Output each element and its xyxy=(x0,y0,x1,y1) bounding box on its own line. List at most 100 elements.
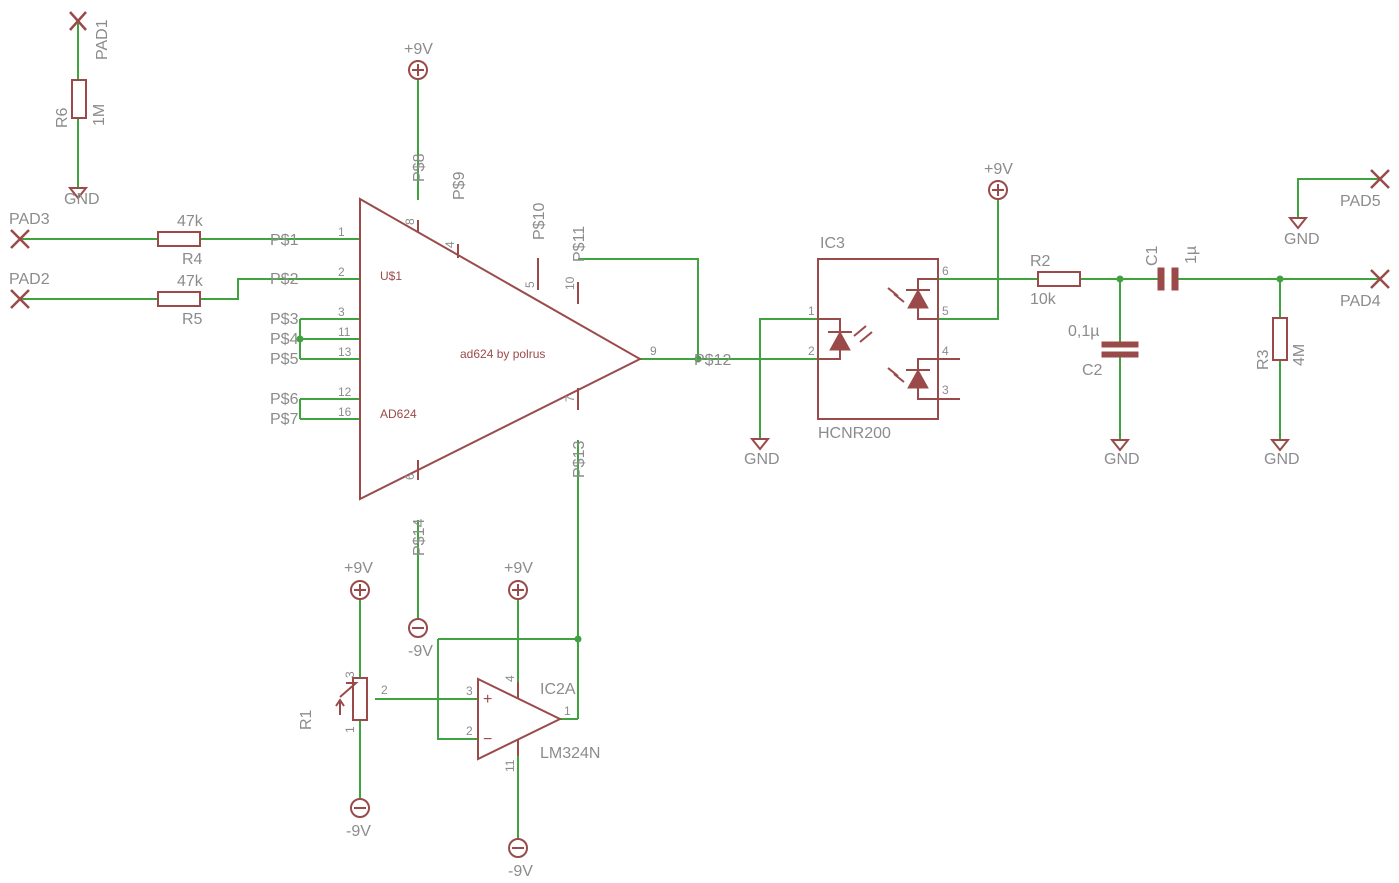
net-label: P$10 xyxy=(531,203,548,240)
ad624-pin11: 11 xyxy=(338,325,351,339)
ic3-pin6: 6 xyxy=(942,264,949,278)
supply-label: -9V xyxy=(508,863,533,880)
amplifier-ad624: U$1 AD624 ad624 by polrus 1 2 3 11 13 12… xyxy=(338,197,657,501)
r3-name: R3 xyxy=(1255,349,1272,370)
supply-label: +9V xyxy=(984,161,1013,178)
net-label: P$11 xyxy=(571,226,588,262)
potentiometer-r1: R1 3 1 2 xyxy=(298,671,388,733)
gnd-r3: GND xyxy=(1264,439,1300,468)
ad624-pin3: 3 xyxy=(338,305,345,319)
net-label: P$4 xyxy=(270,331,299,348)
gnd-label: GND xyxy=(1264,451,1300,468)
pad2: PAD2 xyxy=(9,271,50,309)
pad4-label: PAD4 xyxy=(1340,293,1381,310)
supply-label: +9V xyxy=(344,560,373,577)
junction-dot xyxy=(694,355,702,363)
ad624-pin16: 16 xyxy=(338,405,352,419)
r6-name: R6 xyxy=(54,107,71,128)
r2-name: R2 xyxy=(1030,253,1051,270)
ic3-name: IC3 xyxy=(820,235,845,252)
pad1: PAD1 xyxy=(69,11,111,60)
r1-pin3: 3 xyxy=(343,671,357,678)
net-label: P$13 xyxy=(571,441,588,478)
net-label: P$1 xyxy=(270,232,299,249)
supply-minus9v-r1: -9V xyxy=(346,798,371,840)
gnd-ic3: GND xyxy=(744,438,780,468)
gnd-label: GND xyxy=(744,451,780,468)
ic2a-pin1: 1 xyxy=(564,704,571,718)
resistor-r2: R2 10k xyxy=(1030,253,1081,308)
ic2a-pin3: 3 xyxy=(466,684,473,698)
ic3-part: HCNR200 xyxy=(818,425,891,442)
r4-name: R4 xyxy=(182,251,203,268)
ic3-pin5: 5 xyxy=(942,304,949,318)
ic2a-part: LM324N xyxy=(540,745,600,762)
pad5: PAD5 xyxy=(1340,169,1390,210)
net-label: P$3 xyxy=(270,311,299,328)
ad624-pin4: 4 xyxy=(443,241,457,248)
net-label: P$2 xyxy=(270,271,299,288)
net-label: P$14 xyxy=(411,519,428,556)
ad624-pin8: 8 xyxy=(403,218,417,225)
supply-plus9v-ic3: +9V xyxy=(984,161,1013,200)
gnd-label: GND xyxy=(1284,231,1320,248)
r6-value: 1M xyxy=(91,104,108,126)
capacitor-c2: 0,1µ C2 xyxy=(1068,323,1139,379)
r1-pin1: 1 xyxy=(343,726,357,733)
supply-plus9v-r1: +9V xyxy=(344,560,373,600)
junction-dot xyxy=(1276,275,1284,283)
pad3-label: PAD3 xyxy=(9,211,50,228)
ad624-name: U$1 xyxy=(380,269,402,283)
resistor-r3: R3 4M xyxy=(1255,317,1308,370)
ad624-caption: ad624 by polrus xyxy=(460,347,545,361)
supply-label: -9V xyxy=(408,643,433,660)
ad624-pin5: 5 xyxy=(523,281,537,288)
ic2a-name: IC2A xyxy=(540,681,576,698)
supply-plus9v-ad624: +9V xyxy=(404,41,433,80)
net-label: P$12 xyxy=(694,352,731,369)
ic2a-pin4: 4 xyxy=(503,675,517,682)
ic2a-pin11: 11 xyxy=(503,759,517,772)
ic3-pin1: 1 xyxy=(808,304,815,318)
c1-name: C1 xyxy=(1144,245,1161,266)
r5-value: 47k xyxy=(177,273,204,290)
ad624-pin1: 1 xyxy=(338,225,345,239)
supply-minus9v-ic2a: -9V xyxy=(508,838,533,880)
ad624-pin9: 9 xyxy=(650,344,657,358)
opamp-ic2a: + − IC2A LM324N 3 2 1 4 11 xyxy=(466,675,600,772)
net-label: P$9 xyxy=(451,171,468,200)
ad624-pin10: 10 xyxy=(563,276,577,290)
optocoupler-ic3: IC3 HCNR200 1 2 6 5 4 3 xyxy=(808,235,960,442)
ad624-pin12: 12 xyxy=(338,385,352,399)
gnd-label: GND xyxy=(1104,451,1140,468)
pad1-label: PAD1 xyxy=(94,19,111,60)
gnd-c2: GND xyxy=(1104,439,1140,468)
net-label: P$7 xyxy=(270,411,299,428)
supply-plus9v-ic2a: +9V xyxy=(504,560,533,600)
c2-name: C2 xyxy=(1082,362,1103,379)
ad624-pin13: 13 xyxy=(338,345,352,359)
resistor-r4: 47k R4 xyxy=(157,213,204,268)
junction-dot xyxy=(1116,275,1124,283)
r5-name: R5 xyxy=(182,311,203,328)
gnd-r6: GND xyxy=(64,187,100,208)
wires xyxy=(20,22,1380,840)
supply-label: +9V xyxy=(504,560,533,577)
pad5-label: PAD5 xyxy=(1340,193,1381,210)
ic2a-plus: + xyxy=(483,691,492,708)
gnd-label: GND xyxy=(64,191,100,208)
ad624-pin2: 2 xyxy=(338,265,345,279)
supply-label: -9V xyxy=(346,823,371,840)
resistor-r5: 47k R5 xyxy=(157,273,204,328)
supply-label: +9V xyxy=(404,41,433,58)
pad4: PAD4 xyxy=(1340,269,1390,310)
ic3-pin2: 2 xyxy=(808,344,815,358)
r1-pin2: 2 xyxy=(381,683,388,697)
r3-value: 4M xyxy=(1291,344,1308,366)
ic3-pin4: 4 xyxy=(942,344,949,358)
ic2a-minus: − xyxy=(483,731,492,748)
ic2a-pin2: 2 xyxy=(466,724,473,738)
junction-dot xyxy=(574,635,582,643)
pad3: PAD3 xyxy=(9,211,50,249)
